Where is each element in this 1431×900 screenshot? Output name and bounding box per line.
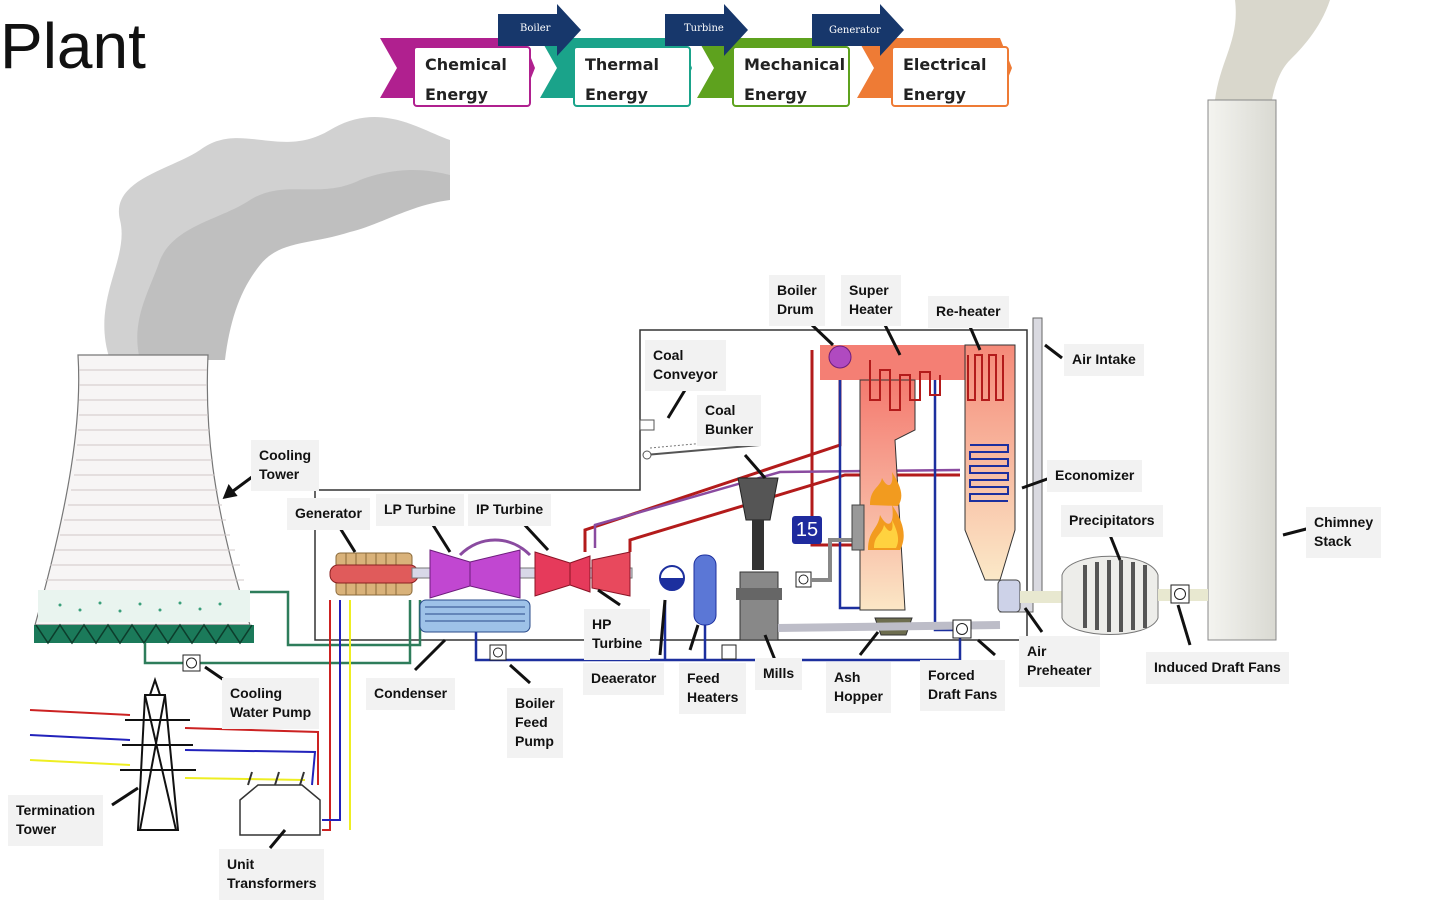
label-termination-tower: Termination Tower [8,795,104,846]
generator [329,552,633,596]
pointer-arrows [111,321,1311,849]
label-re-heater: Re-heater [928,296,1009,328]
label-super-heater: Super Heater [841,275,901,326]
label-generator: Generator [287,498,370,530]
label-condenser: Condenser [366,678,456,710]
label-air-preheater: Air Preheater [1019,636,1100,687]
chimney-smoke [1215,0,1330,100]
unit-transformer [239,771,321,836]
boiler-drum [828,345,852,369]
cooling-tower-steam [104,117,450,361]
cooling-tower [34,354,254,645]
mills [736,571,782,641]
label-induced-draft-fans: Induced Draft Fans [1146,652,1289,684]
label-cooling-tower: Cooling Tower [251,440,320,491]
feed-heater [693,554,717,626]
label-unit-transformers: Unit Transformers [219,849,325,900]
stage-thermal-energy: Thermal Energy [573,46,691,107]
cooling-water-lines [143,590,422,665]
ip-turbine [534,551,591,597]
induced-draft-fan [1170,584,1190,604]
mill-fan [795,571,812,588]
label-air-intake: Air Intake [1064,344,1144,376]
step-arrow-generator [812,4,904,56]
stage-electrical-energy: Electrical Energy [891,46,1009,107]
boiler-feed-pump [489,644,507,661]
step-arrow-turbine [665,4,748,56]
label-ash-hopper: Ash Hopper [826,662,891,713]
precipitators [1061,555,1159,635]
stage-mechanical-energy: Mechanical Energy [732,46,850,107]
forced-draft-fan [952,619,972,639]
step-label-generator: Generator [829,25,881,36]
termination-tower [120,676,196,831]
step-label-turbine: Turbine [684,23,724,34]
label-deaerator: Deaerator [583,663,665,695]
lp-turbine [429,538,532,599]
boiler [820,344,1016,636]
transmission-lines [29,600,351,831]
label-boiler-feed-pump: Boiler Feed Pump [507,688,563,758]
chimney [1207,99,1277,641]
condenser [419,599,531,633]
hp-turbine [591,551,631,597]
label-cooling-water-pump: Cooling Water Pump [222,678,320,729]
label-feed-heaters: Feed Heaters [679,663,747,714]
label-lp-turbine: LP Turbine [376,494,464,526]
page-title: Plant [0,10,146,82]
label-coal-conveyor: Coal Conveyor [645,340,726,391]
label-hp-turbine: HP Turbine [584,609,651,660]
label-mills: Mills [755,658,803,690]
cooling-water-pump [182,654,201,672]
deaerator [659,565,685,591]
unit-number-badge: 15 [792,516,822,544]
label-economizer: Economizer [1047,460,1143,492]
step-label-boiler: Boiler [520,23,551,34]
coal-bunker [737,477,779,521]
label-coal-bunker: Coal Bunker [697,395,762,446]
step-arrow-boiler [498,4,581,56]
stage-chemical-energy: Chemical Energy [413,46,531,107]
air-preheater [997,579,1021,613]
furnace-flames [868,472,904,550]
label-ip-turbine: IP Turbine [468,494,552,526]
label-boiler-drum: Boiler Drum [769,275,825,326]
label-forced-draft-fans: Forced Draft Fans [920,660,1006,711]
label-chimney-stack: Chimney Stack [1306,507,1382,558]
label-precipitators: Precipitators [1061,505,1163,537]
